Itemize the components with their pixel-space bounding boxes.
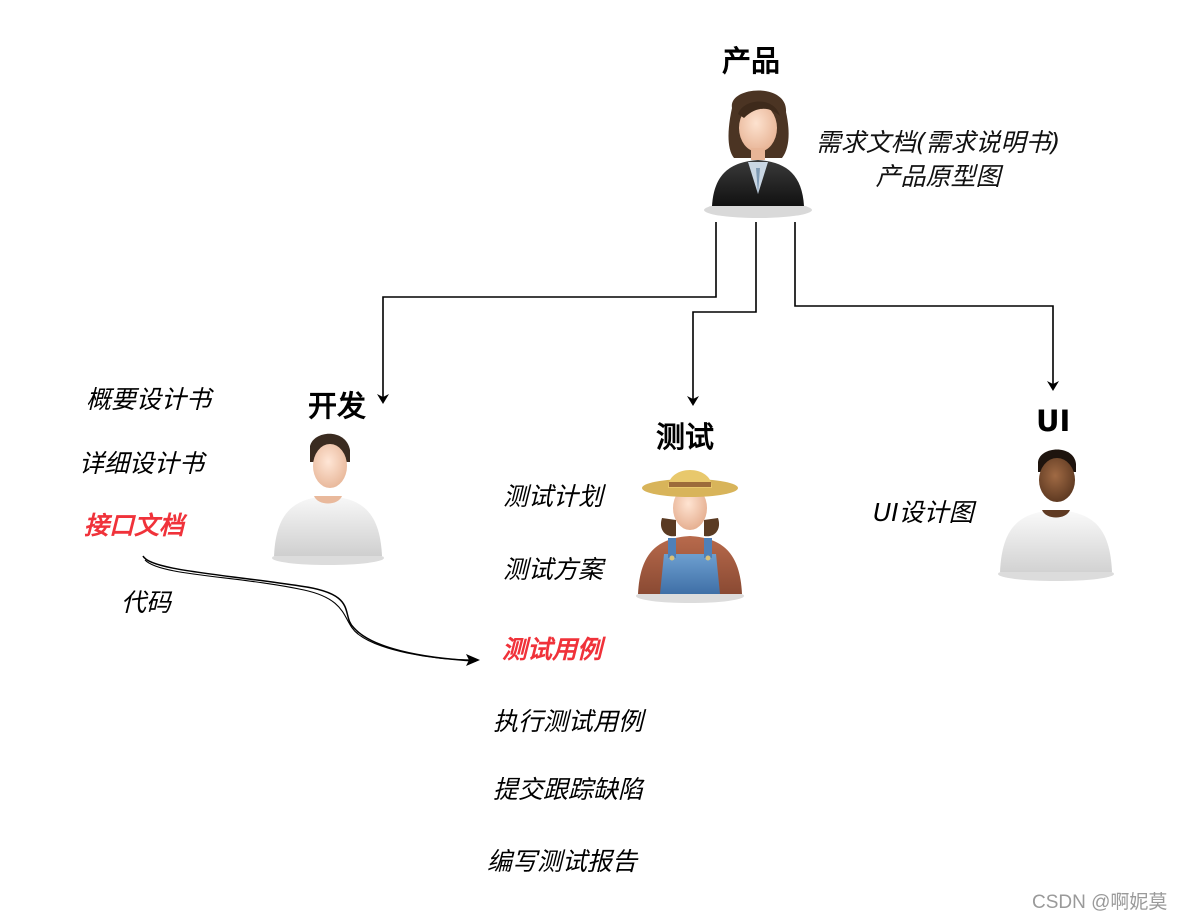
doc-requirements: 需求文档(需求说明书) — [815, 128, 1061, 157]
doc-test-cases: 测试用例 — [502, 635, 603, 664]
role-label-product: 产品 — [722, 44, 781, 78]
role-label-dev: 开发 — [308, 389, 367, 423]
doc-overview-design: 概要设计书 — [86, 385, 212, 414]
doc-ui-design: UI设计图 — [873, 498, 974, 527]
developer-avatar-icon — [272, 433, 384, 565]
doc-submit-track-defects: 提交跟踪缺陷 — [493, 775, 644, 804]
doc-interface-doc: 接口文档 — [84, 511, 185, 540]
doc-test-scheme: 测试方案 — [503, 555, 604, 584]
designer-avatar-icon — [998, 449, 1114, 581]
role-label-test: 测试 — [656, 420, 715, 454]
businesswoman-avatar-icon — [704, 90, 812, 218]
product-docs: 需求文档(需求说明书) 产品原型图 — [800, 126, 1076, 194]
arrow-product-to-test — [687, 222, 757, 406]
arrow-product-to-ui — [794, 222, 1059, 391]
doc-test-plan: 测试计划 — [503, 482, 604, 511]
arrow-interface-doc-to-test-case — [142, 555, 480, 666]
arrow-product-to-dev — [377, 222, 717, 404]
doc-detailed-design: 详细设计书 — [79, 449, 205, 478]
doc-write-test-report: 编写测试报告 — [487, 847, 638, 876]
role-label-ui: UI — [1036, 404, 1071, 438]
watermark: CSDN @啊妮莫 — [1032, 892, 1168, 913]
doc-code: 代码 — [121, 588, 172, 617]
doc-execute-test-cases: 执行测试用例 — [493, 707, 644, 736]
doc-prototype: 产品原型图 — [875, 162, 1001, 191]
tester-farmer-avatar-icon — [636, 470, 744, 603]
